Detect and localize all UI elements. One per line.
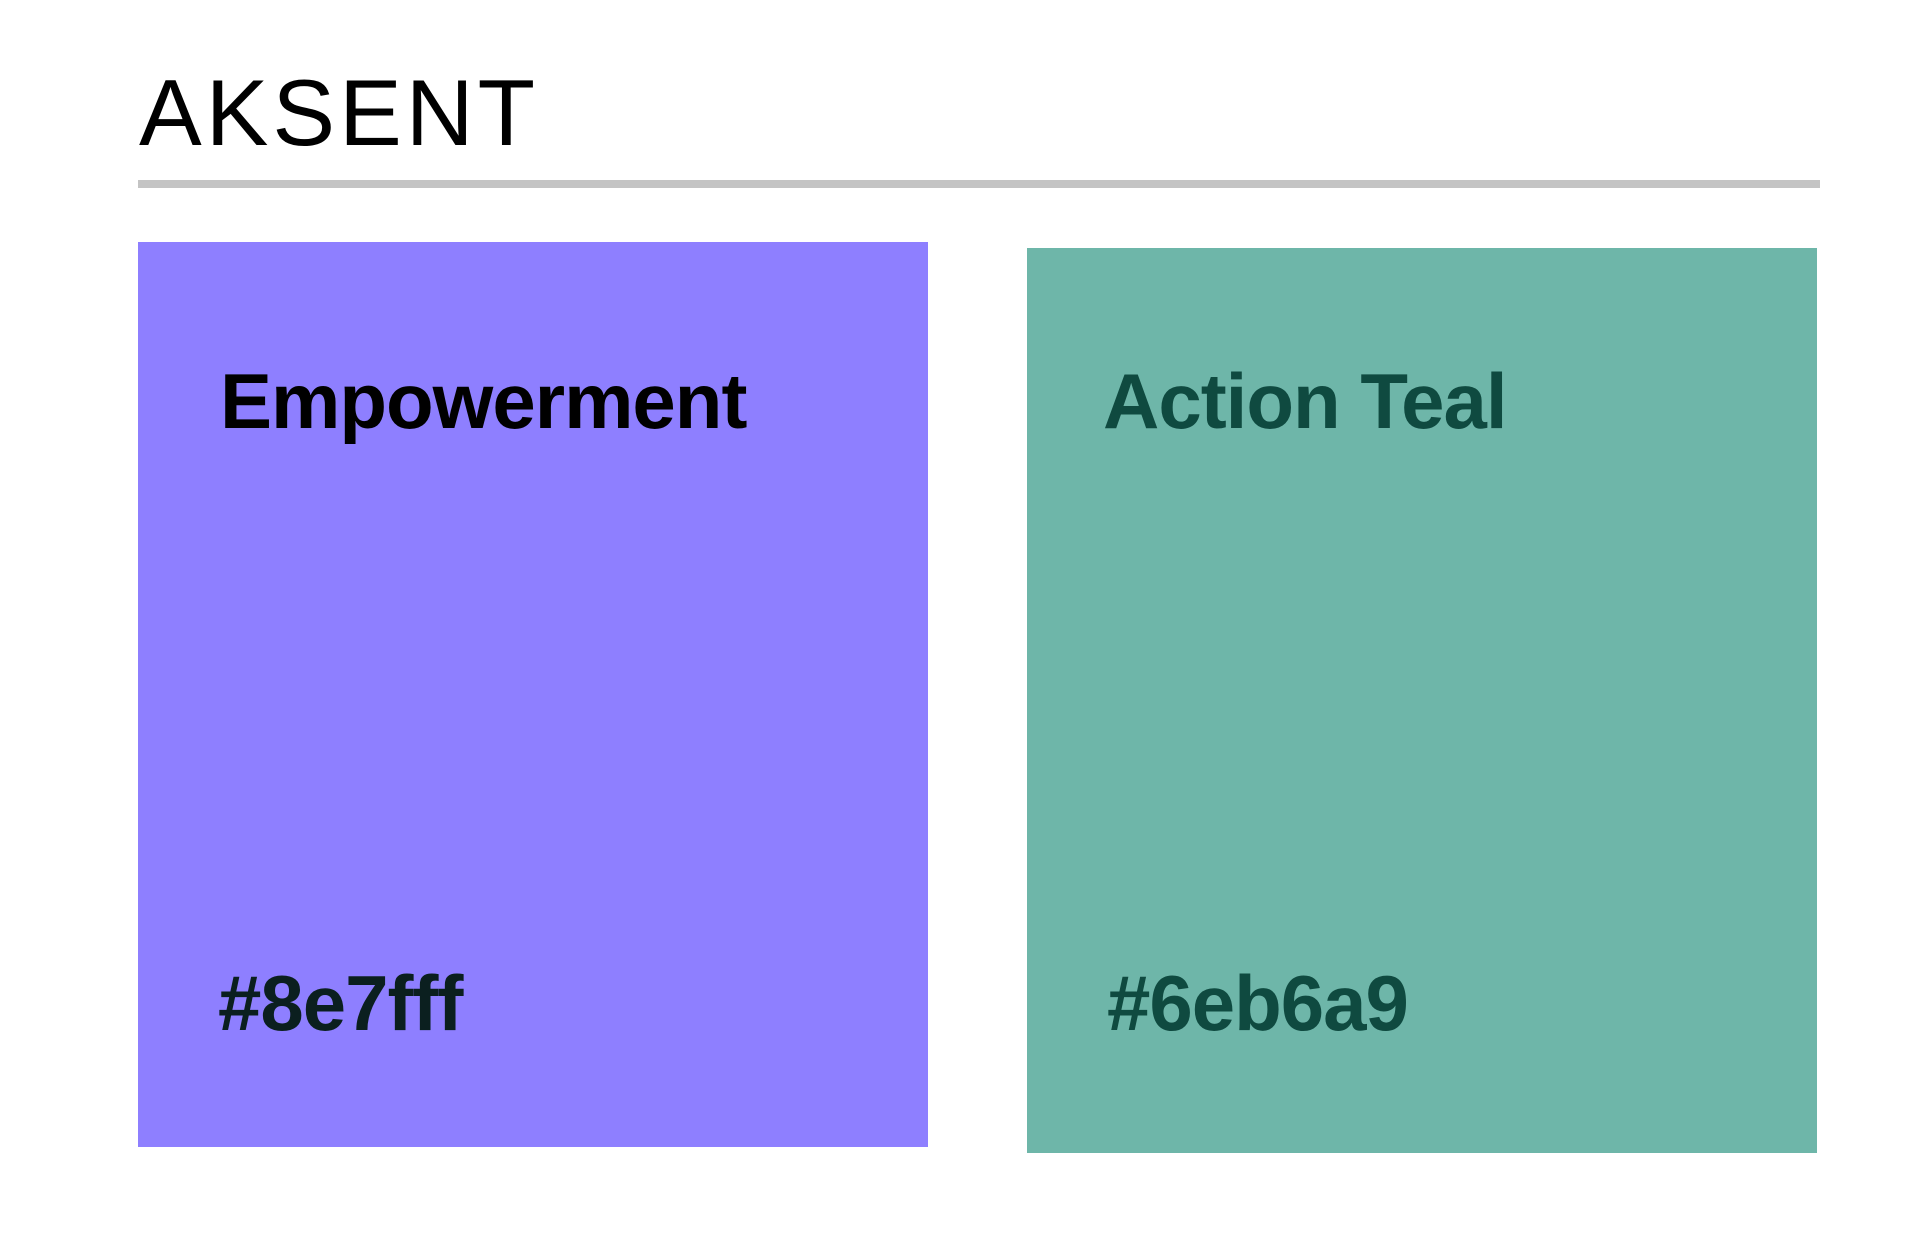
divider — [138, 180, 1820, 188]
swatch-name: Action Teal — [1103, 357, 1508, 445]
section-title: AKSENT — [139, 60, 540, 165]
swatch-hex-code: #6eb6a9 — [1107, 959, 1409, 1047]
swatch-name: Empowerment — [220, 357, 747, 445]
swatch-hex-code: #8e7fff — [218, 959, 463, 1047]
color-swatch-action-teal: Action Teal #6eb6a9 — [1027, 248, 1817, 1153]
color-swatch-empowerment: Empowerment #8e7fff — [138, 242, 928, 1147]
